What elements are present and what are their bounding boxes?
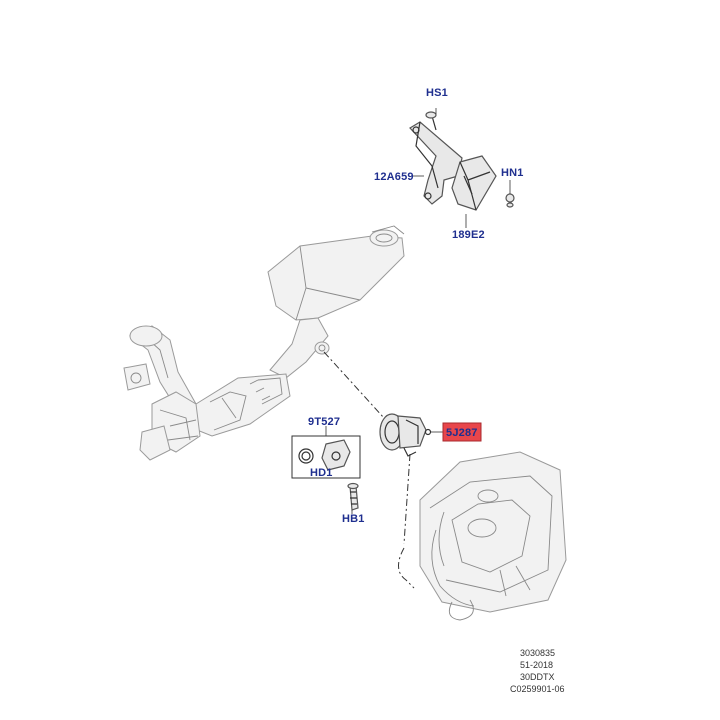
- module-189e2: [451, 155, 515, 211]
- callout-hs1: HS1: [426, 87, 448, 99]
- footer-code-2: 51-2018: [520, 660, 553, 670]
- footer-code-1: 3030835: [520, 648, 555, 658]
- callout-12a659: 12A659: [374, 171, 414, 183]
- kit-9t527: [291, 435, 361, 511]
- connection-lines: [323, 108, 511, 589]
- fuel-tank: [419, 451, 567, 621]
- exhaust-assembly: [123, 225, 405, 461]
- footer-code-4: C0259901-06: [510, 684, 565, 694]
- callout-hb1: HB1: [342, 513, 365, 525]
- bracket-12a659: [409, 111, 463, 205]
- callout-hn1: HN1: [501, 167, 524, 179]
- actuator-5j287: [379, 413, 432, 457]
- callout-9t527: 9T527: [308, 416, 340, 428]
- callout-5j287: 5J287: [446, 427, 478, 439]
- callout-hd1: HD1: [310, 467, 333, 479]
- footer-code-3: 30DDTX: [520, 672, 555, 682]
- callout-189e2: 189E2: [452, 229, 485, 241]
- callout-5j287-highlight: 5J287: [442, 422, 482, 442]
- highlight-box: [442, 422, 482, 442]
